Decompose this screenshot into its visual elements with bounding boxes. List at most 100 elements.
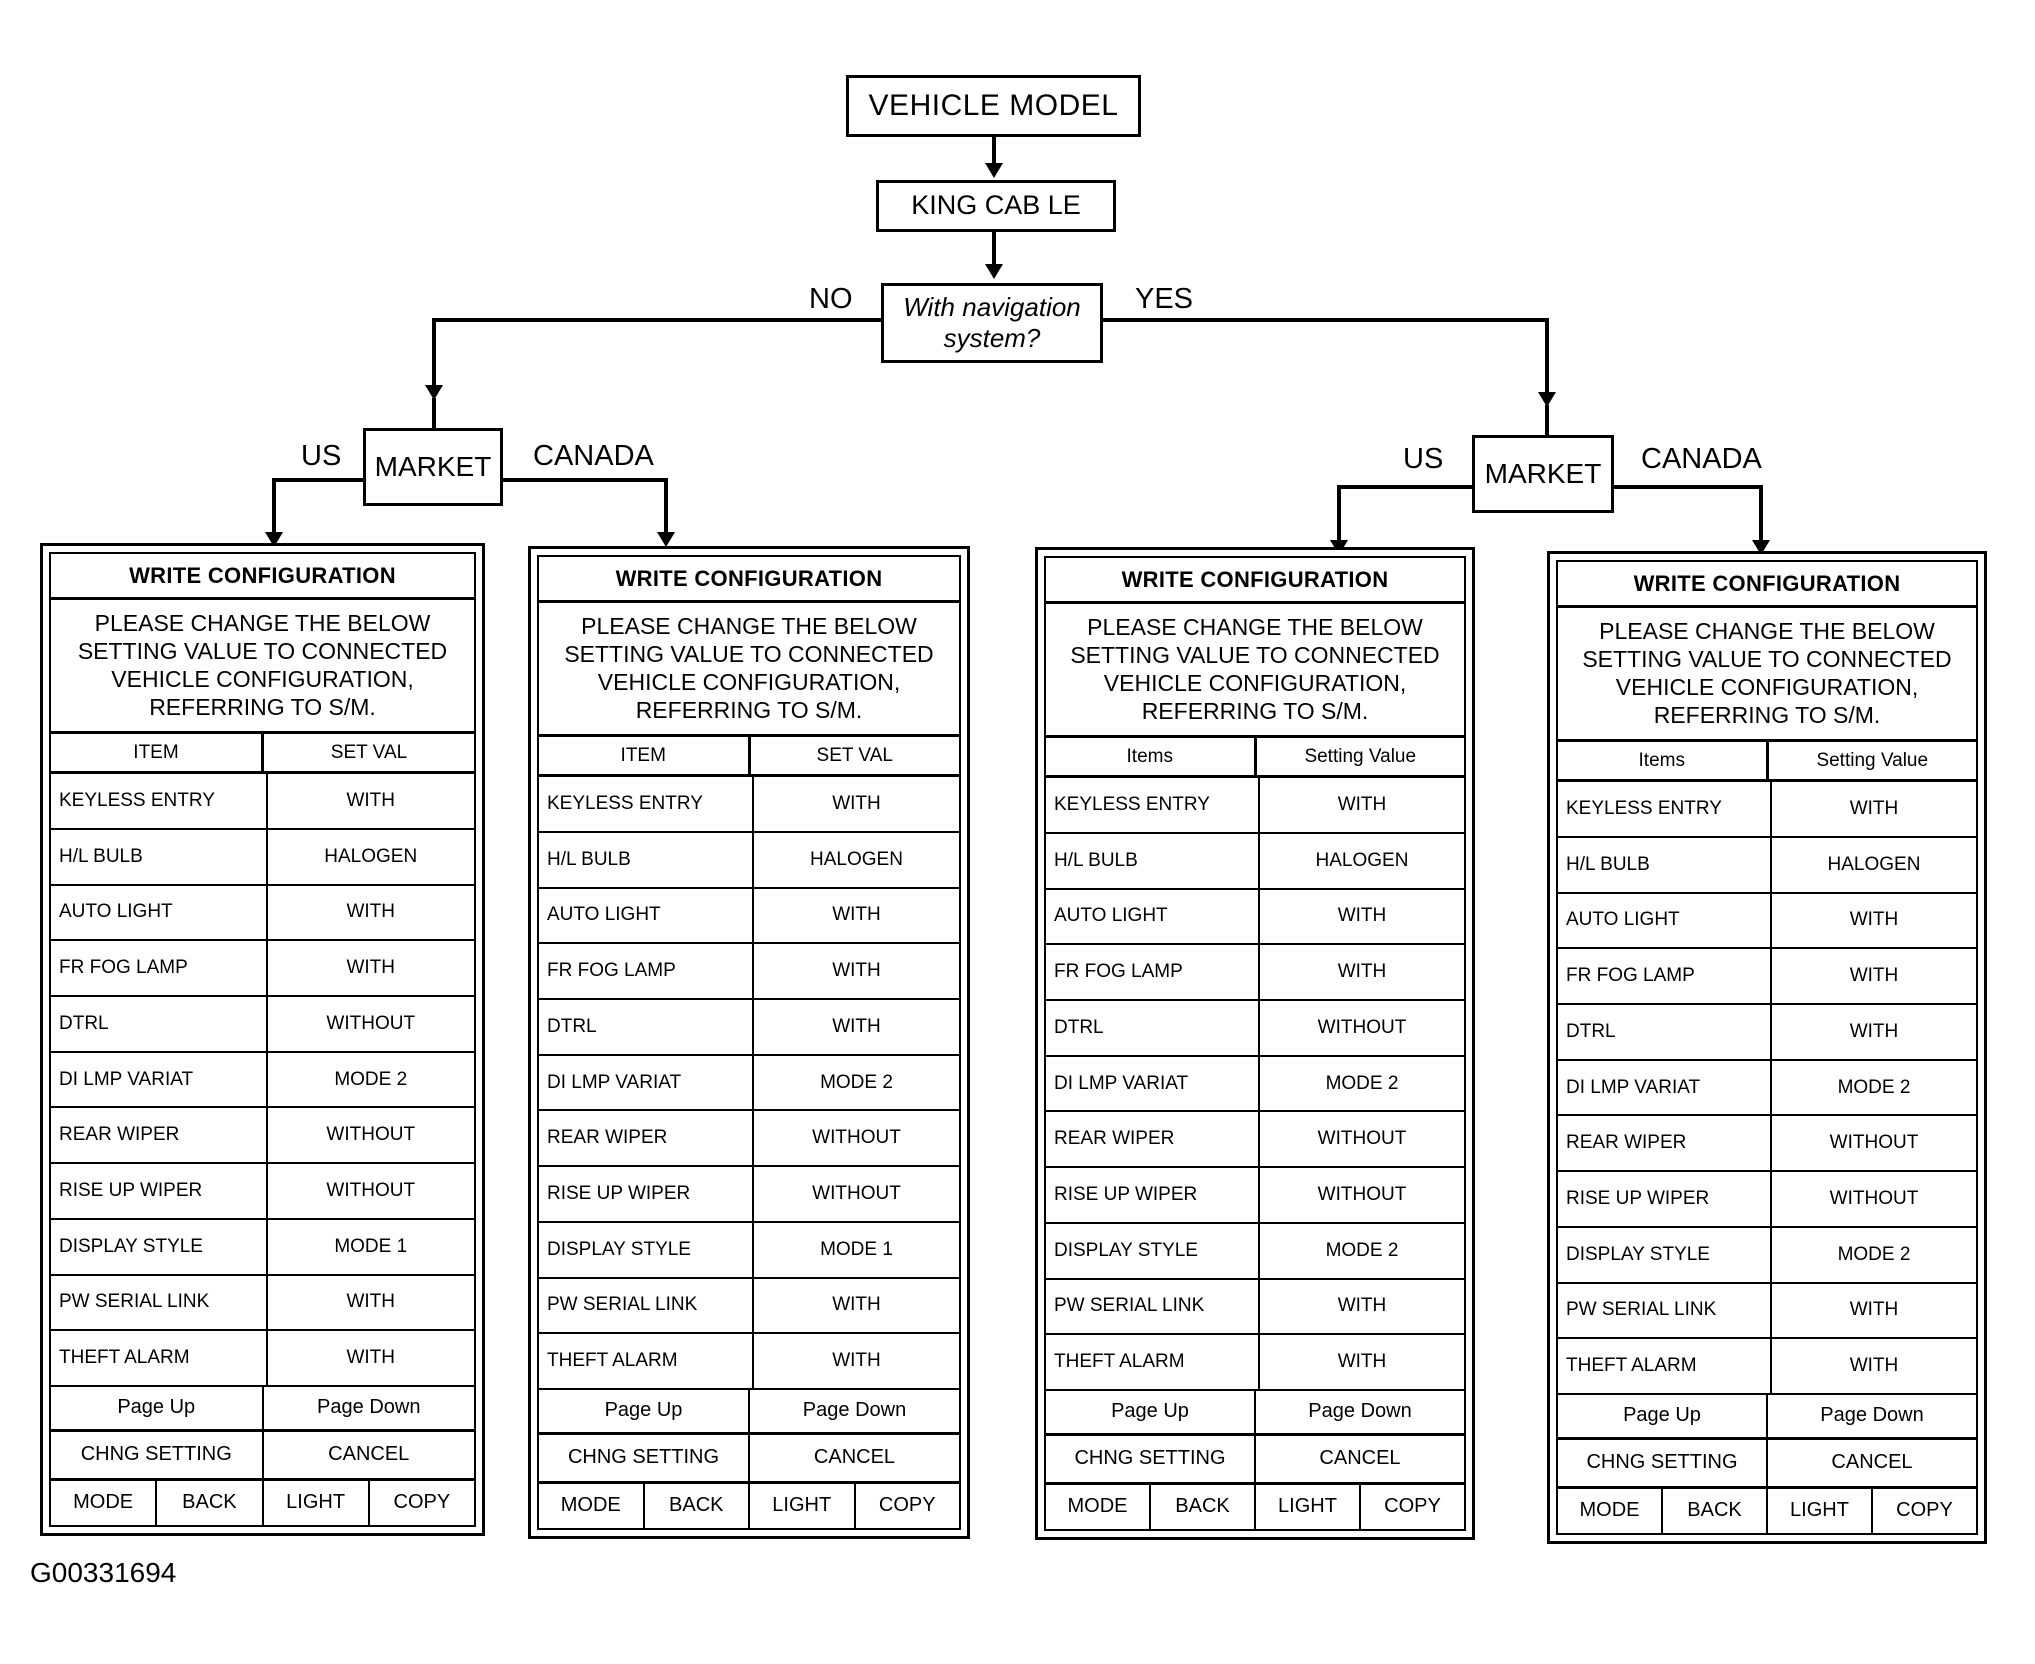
row-value: WITHOUT [326,1179,416,1201]
row-value: WITH [346,1347,396,1369]
edge-label-no: NO [806,283,856,316]
copy-button[interactable]: COPY [393,1491,451,1514]
mode-button[interactable]: MODE [1046,1484,1151,1529]
row-item-label: RISE UP WIPER [51,1164,268,1218]
chng-setting-button[interactable]: CHNG SETTING [1046,1435,1256,1482]
row-item-label: RISE UP WIPER [539,1167,754,1221]
panel-title: WRITE CONFIGURATION [1046,558,1464,604]
mode-button[interactable]: MODE [51,1480,158,1525]
cancel-button[interactable]: CANCEL [1831,1451,1913,1474]
row-item-label: H/L BULB [1558,837,1772,892]
page-up-button[interactable]: Page Up [51,1386,264,1429]
cancel-button[interactable]: CANCEL [328,1443,410,1466]
mode-button[interactable]: MODE [1558,1488,1663,1533]
cancel-button[interactable]: CANCEL [1319,1447,1401,1470]
copy-button[interactable]: COPY [878,1494,936,1517]
light-button[interactable]: LIGHT [750,1483,856,1528]
row-item-label: DTRL [51,997,268,1051]
row-value: WITHOUT [326,1124,416,1146]
light-button[interactable]: LIGHT [1256,1484,1361,1529]
page-up-button[interactable]: Page Up [1558,1394,1768,1437]
row-value: WITH [1849,909,1899,931]
mode-button[interactable]: MODE [539,1483,645,1528]
copy-button[interactable]: COPY [1896,1499,1953,1522]
column-header-value: SET VAL [816,745,893,767]
light-button[interactable]: LIGHT [1768,1488,1873,1533]
row-item-label: PW SERIAL LINK [1046,1279,1260,1334]
light-button[interactable]: LIGHT [264,1480,370,1525]
panel-description: PLEASE CHANGE THE BELOW SETTING VALUE TO… [1046,604,1464,739]
cancel-button[interactable]: CANCEL [813,1446,896,1469]
table-row[interactable]: RISE UP WIPER WITHOUT [51,1164,474,1220]
page-down-button[interactable]: Page Down [1820,1404,1924,1427]
back-button[interactable]: BACK [1663,1488,1768,1533]
back-button[interactable]: BACK [157,1480,264,1525]
row-value: WITHOUT [1829,1132,1919,1154]
row-value: MODE 2 [334,1068,408,1090]
page-down-button[interactable]: Page Down [1308,1400,1412,1423]
page-up-button[interactable]: Page Up [539,1389,750,1432]
node-king-cab-le-label: KING CAB LE [911,190,1081,221]
back-button[interactable]: BACK [645,1483,750,1528]
chng-setting-button[interactable]: CHNG SETTING [51,1431,264,1478]
chng-setting-button[interactable]: CHNG SETTING [1558,1439,1768,1486]
action-row: CHNG SETTING CANCEL [1046,1435,1464,1485]
column-header-item: Items [1558,742,1769,780]
connector-market-right-us-h [1337,485,1475,489]
row-value: MODE 2 [1837,1076,1911,1098]
row-item-label: REAR WIPER [1046,1112,1260,1167]
page-down-button[interactable]: Page Down [317,1396,421,1419]
connector-market-right-canada-h [1611,485,1763,489]
chng-setting-button[interactable]: CHNG SETTING [539,1434,750,1481]
arrow-market-left-to-canada-panel [657,532,675,547]
edge-label-us-left: US [298,440,345,473]
back-button[interactable]: BACK [1151,1484,1256,1529]
copy-button[interactable]: COPY [1384,1495,1441,1518]
page-down-button[interactable]: Page Down [802,1399,907,1422]
page-up-button[interactable]: Page Up [1046,1390,1256,1433]
